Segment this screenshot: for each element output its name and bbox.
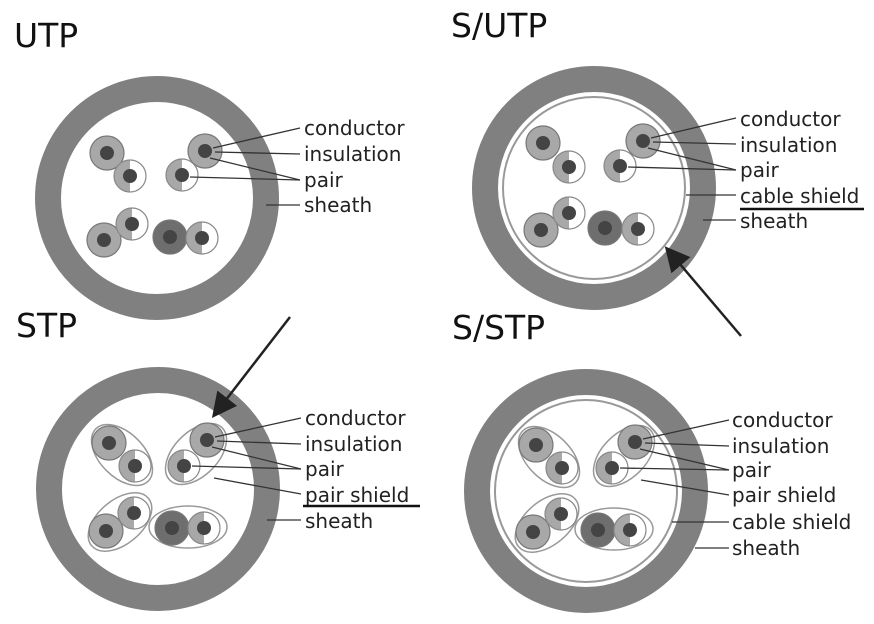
conductor <box>118 449 152 483</box>
conductor <box>91 425 127 461</box>
conductor <box>621 212 655 246</box>
panel-title-s-utp: S/UTP <box>451 6 547 45</box>
conductor <box>88 513 124 549</box>
panel-stp: STP conductor insulation pair p <box>16 306 420 611</box>
conductor <box>117 496 151 530</box>
label-insulation: insulation <box>732 434 829 458</box>
conductor <box>152 219 188 255</box>
conductor <box>113 159 147 193</box>
label-pair-shield: pair shield <box>732 483 836 507</box>
label-sheath: sheath <box>305 509 373 533</box>
cable-cross-section-utp <box>35 76 279 320</box>
sheath <box>472 66 716 310</box>
conductor <box>544 497 578 531</box>
conductor <box>545 451 579 485</box>
conductor <box>580 512 616 548</box>
conductor <box>167 449 201 483</box>
conductor <box>525 125 561 161</box>
conductor <box>617 424 653 460</box>
label-pair: pair <box>740 158 780 182</box>
label-sheath: sheath <box>732 536 800 560</box>
label-conductor: conductor <box>740 107 841 131</box>
conductor <box>552 150 586 184</box>
label-sheath: sheath <box>740 209 808 233</box>
cable-shield <box>494 399 678 583</box>
label-leaders-s-stp <box>619 419 730 549</box>
label-insulation: insulation <box>304 142 401 166</box>
panel-s-stp: S/STP conductor insulatio <box>452 308 851 613</box>
pair-shield <box>574 507 654 551</box>
label-pair: pair <box>732 458 772 482</box>
conductor <box>185 221 219 255</box>
conductor <box>515 514 551 550</box>
label-cable-shield: cable shield <box>732 510 851 534</box>
label-insulation: insulation <box>740 133 837 157</box>
pair-shield <box>90 423 154 487</box>
pair-shield <box>592 424 656 488</box>
conductor <box>552 196 586 230</box>
panel-title-s-stp: S/STP <box>452 308 545 347</box>
conductor <box>89 135 125 171</box>
conductor <box>154 510 190 546</box>
label-insulation: insulation <box>305 432 402 456</box>
label-leaders-utp <box>189 127 301 206</box>
label-pair-shield: pair shield <box>305 483 409 507</box>
pair-shield <box>514 493 580 553</box>
conductor <box>189 422 225 458</box>
conductor <box>115 207 149 241</box>
panel-s-utp: S/UTP conductor insulation pair cable sh… <box>451 6 864 337</box>
conductor <box>603 149 637 183</box>
cable-cross-section-s-utp <box>472 66 716 310</box>
panel-title-stp: STP <box>16 306 77 345</box>
label-sheath: sheath <box>304 193 372 217</box>
conductor <box>587 210 623 246</box>
panel-title-utp: UTP <box>14 16 78 55</box>
conductor <box>165 158 199 192</box>
label-conductor: conductor <box>732 408 833 432</box>
label-leaders-stp <box>191 417 302 521</box>
cable-cross-section-stp <box>36 367 280 611</box>
label-leaders-s-utp <box>627 117 737 221</box>
sheath <box>464 369 708 613</box>
label-cable-shield: cable shield <box>740 184 859 208</box>
conductor <box>518 427 554 463</box>
conductor <box>613 513 647 547</box>
pair-shield <box>517 425 581 489</box>
arrow-to-cable-shield <box>664 246 742 337</box>
cable-cross-section-s-stp <box>464 369 708 613</box>
conductor <box>625 123 661 159</box>
panel-utp: UTP conductor insulation pair sheath <box>14 16 405 320</box>
pair-shield <box>87 492 153 552</box>
label-pair: pair <box>305 457 345 481</box>
sheath <box>36 367 280 611</box>
conductor <box>86 222 122 258</box>
label-conductor: conductor <box>304 116 405 140</box>
sheath <box>35 76 279 320</box>
pair-shield <box>148 505 228 549</box>
conductor <box>187 511 221 545</box>
label-pair: pair <box>304 168 344 192</box>
conductor <box>595 451 629 485</box>
pair-shield <box>164 422 228 486</box>
arrow-to-pair-shield <box>211 316 291 418</box>
conductor <box>523 212 559 248</box>
cable-shield <box>502 96 686 280</box>
label-conductor: conductor <box>305 406 406 430</box>
